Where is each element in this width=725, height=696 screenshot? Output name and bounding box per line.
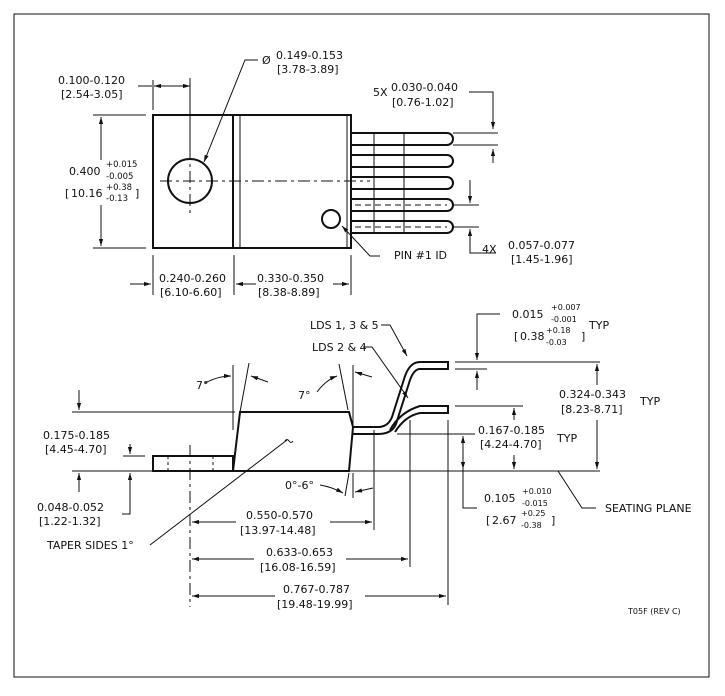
leads-135-label: LDS 1, 3 & 5: [310, 319, 379, 332]
dim3-in: 0.767-0.787: [283, 583, 350, 596]
standoff-in-minus: -0.015: [522, 499, 548, 508]
taper-label: TAPER SIDES 1°: [46, 539, 134, 552]
standoff-mm-open-bracket: [: [486, 514, 490, 527]
leads-135-side: [353, 361, 449, 435]
lead-thickness-typ: TYP: [588, 319, 609, 332]
lead-pitch-mm: [1.45-1.96]: [511, 253, 573, 266]
angle-left-label: 7°: [196, 379, 209, 392]
body-height-mm: [4.45-4.70]: [45, 443, 107, 456]
lead-width-mm: [0.76-1.02]: [392, 96, 454, 109]
pin1-label: PIN #1 ID: [394, 249, 447, 262]
seating-plane-label: SEATING PLANE: [605, 502, 692, 515]
tab-side: [152, 455, 234, 472]
drawing-id: T05F (REV C): [627, 607, 681, 616]
lead-thickness-mm-minus: -0.03: [546, 338, 567, 347]
dim2-mm: [16.08-16.59]: [260, 561, 336, 574]
lead-thickness-in-plus: +0.007: [551, 303, 581, 312]
lead-pitch-qty: 4X: [482, 243, 497, 256]
lead-thickness-mm-close-bracket: ]: [581, 330, 585, 343]
draft-angle-label: 0°-6°: [285, 479, 314, 492]
pin1-indicator: [321, 209, 341, 229]
upper-lead-height-in: 0.324-0.343: [559, 388, 626, 401]
side-view: [72, 313, 600, 607]
standoff-in: 0.105: [484, 492, 516, 505]
lead-thickness-mm-open-bracket: [: [514, 330, 518, 343]
dim2-in: 0.633-0.653: [266, 546, 333, 559]
hole-dia-prefix: Ø: [262, 54, 271, 67]
upper-lead-height-typ: TYP: [639, 395, 660, 408]
height-mm-minus: -0.13: [106, 194, 128, 204]
hole-dia-mm: [3.78-3.89]: [277, 63, 339, 76]
dim1-in: 0.550-0.570: [246, 509, 313, 522]
drawing-border: [13, 13, 710, 678]
lead-width-qty: 5X: [373, 86, 388, 99]
lower-lead-height-in: 0.167-0.185: [478, 424, 545, 437]
height-in-minus: -0.005: [106, 172, 133, 182]
height-mm-close-bracket: ]: [135, 187, 139, 200]
angle-right-label: 7°: [298, 389, 311, 402]
tab-length-in: 0.240-0.260: [159, 272, 226, 285]
body-length-mm: [8.38-8.89]: [258, 286, 320, 299]
top-view: [93, 59, 498, 295]
height-in-plus: +0.015: [106, 160, 137, 170]
standoff-mm-minus: -0.38: [521, 521, 542, 530]
upper-lead-height-mm: [8.23-8.71]: [561, 403, 623, 416]
standoff-mm-close-bracket: ]: [551, 514, 555, 527]
leads-top: [351, 132, 454, 234]
lead-thickness-mm-plus: +0.18: [546, 326, 571, 335]
tab-width-in: 0.100-0.120: [58, 74, 125, 87]
tab-thickness-in: 0.048-0.052: [37, 501, 104, 514]
lead-thickness-in: 0.015: [512, 308, 544, 321]
height-mm-plus: +0.38: [106, 183, 132, 193]
tab-width-mm: [2.54-3.05]: [61, 88, 123, 101]
dim1-mm: [13.97-14.48]: [240, 524, 316, 537]
leads-24-label: LDS 2 & 4: [312, 341, 367, 354]
tab-thickness-mm: [1.22-1.32]: [39, 515, 101, 528]
lead-pitch-in: 0.057-0.077: [508, 239, 575, 252]
standoff-mm: 2.67: [492, 514, 517, 527]
dim3-mm: [19.48-19.99]: [277, 598, 353, 611]
height-in: 0.400: [69, 165, 101, 178]
body-length-in: 0.330-0.350: [257, 272, 324, 285]
lower-lead-height-typ: TYP: [556, 432, 577, 445]
standoff-in-plus: +0.010: [522, 487, 552, 496]
lower-lead-height-mm: [4.24-4.70]: [480, 438, 542, 451]
tab-length-mm: [6.10-6.60]: [160, 286, 222, 299]
height-mm-open-bracket: [: [65, 187, 69, 200]
lead-width-in: 0.030-0.040: [391, 81, 458, 94]
standoff-mm-plus: +0.25: [521, 509, 546, 518]
hole-dia-in: 0.149-0.153: [276, 49, 343, 62]
leads-24-side: [389, 405, 449, 433]
lead-thickness-in-minus: -0.001: [551, 315, 577, 324]
lead-thickness-mm: 0.38: [520, 330, 545, 343]
body-height-in: 0.175-0.185: [43, 429, 110, 442]
height-mm: 10.16: [71, 187, 103, 200]
